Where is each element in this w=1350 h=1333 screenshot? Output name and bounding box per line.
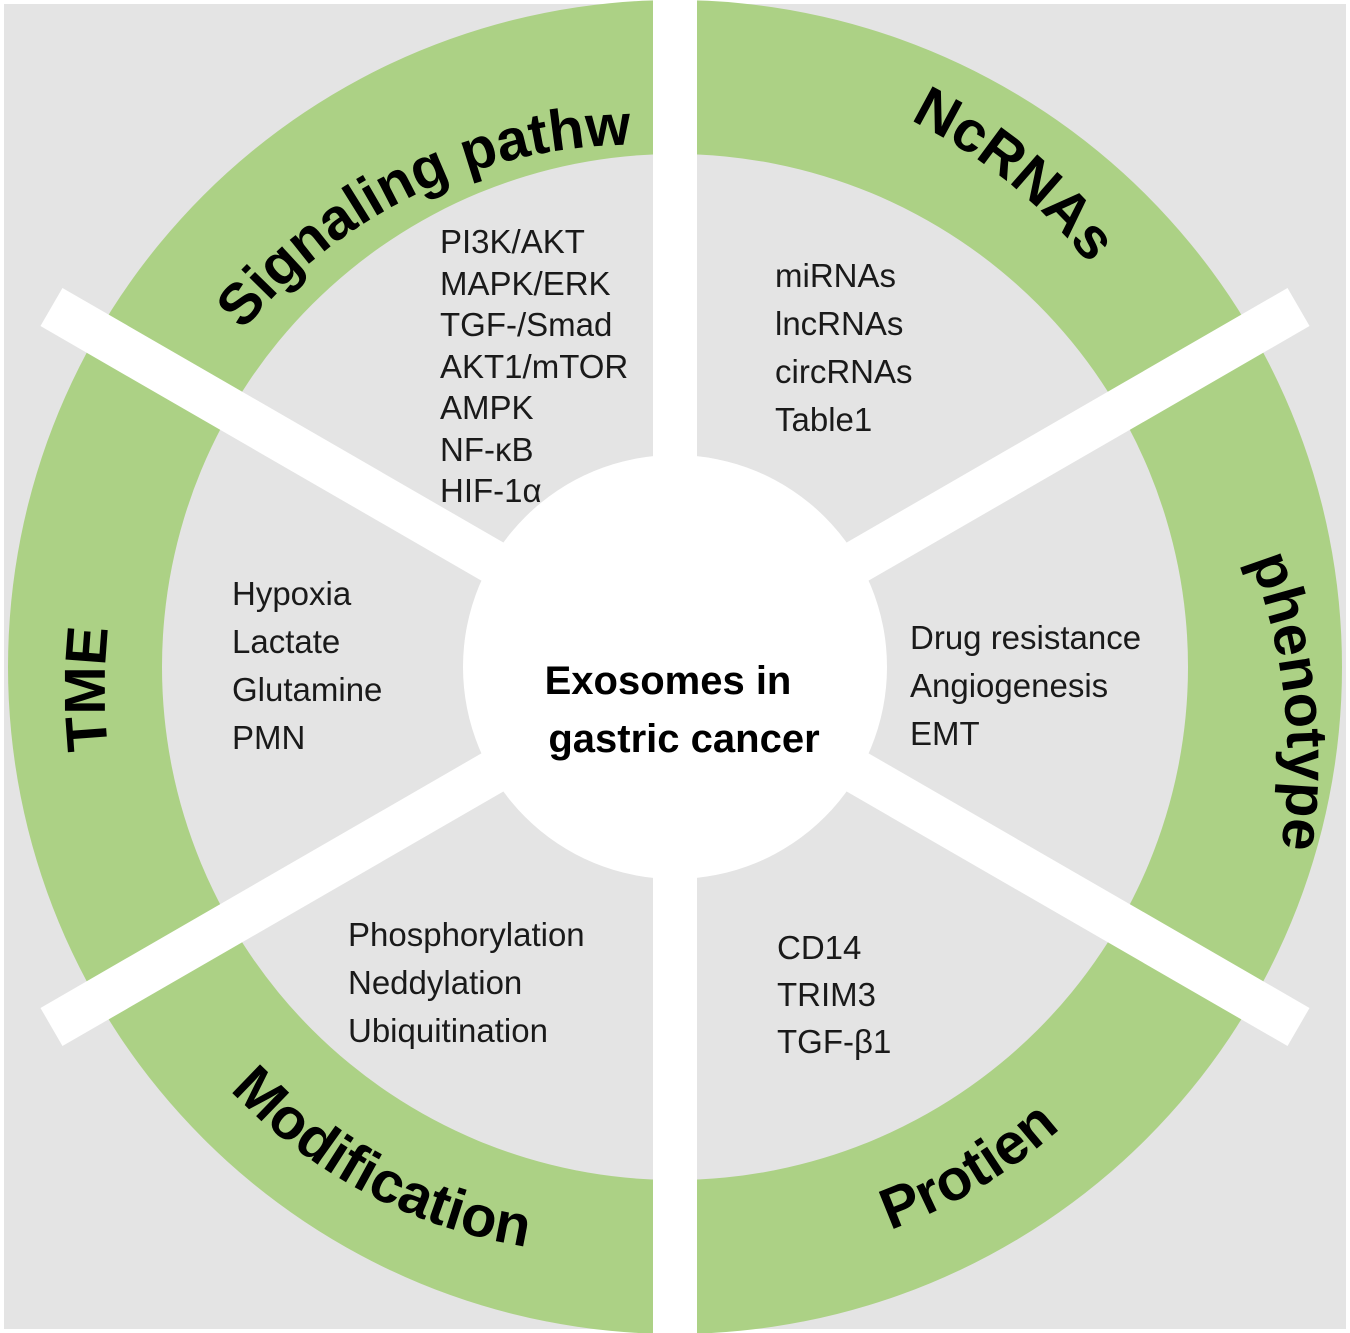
list-item: Neddylation [348,964,523,1001]
list-item: miRNAs [775,257,896,294]
sector-title-tme: TME [53,624,121,754]
list-item: TRIM3 [777,976,876,1013]
list-item: PI3K/AKT [440,223,585,260]
list-item: TGF-/Smad [440,306,613,343]
list-item: Phosphorylation [348,916,585,953]
list-item: CD14 [777,929,862,966]
list-item: PMN [232,719,306,756]
list-item: Ubiquitination [348,1012,548,1049]
list-item: TGF-β1 [777,1023,892,1060]
list-item: HIF-1α [440,472,542,509]
center-white-disc [463,455,887,879]
list-item: AMPK [440,389,534,426]
list-item: Table1 [775,401,873,438]
list-item: Lactate [232,623,341,660]
list-item: lncRNAs [775,305,904,342]
list-item: NF-κB [440,430,534,468]
list-item: Angiogenesis [910,667,1109,704]
list-item: Hypoxia [232,575,352,612]
center-label-line1: Exosomes in [545,659,792,703]
center-label-line2: gastric cancer [548,717,819,761]
list-item: circRNAs [775,353,913,390]
list-item: EMT [910,715,980,752]
list-item: Drug resistance [910,619,1142,656]
list-item: AKT1/mTOR [440,347,629,385]
list-item: Glutamine [232,671,383,708]
list-item: MAPK/ERK [440,264,611,302]
